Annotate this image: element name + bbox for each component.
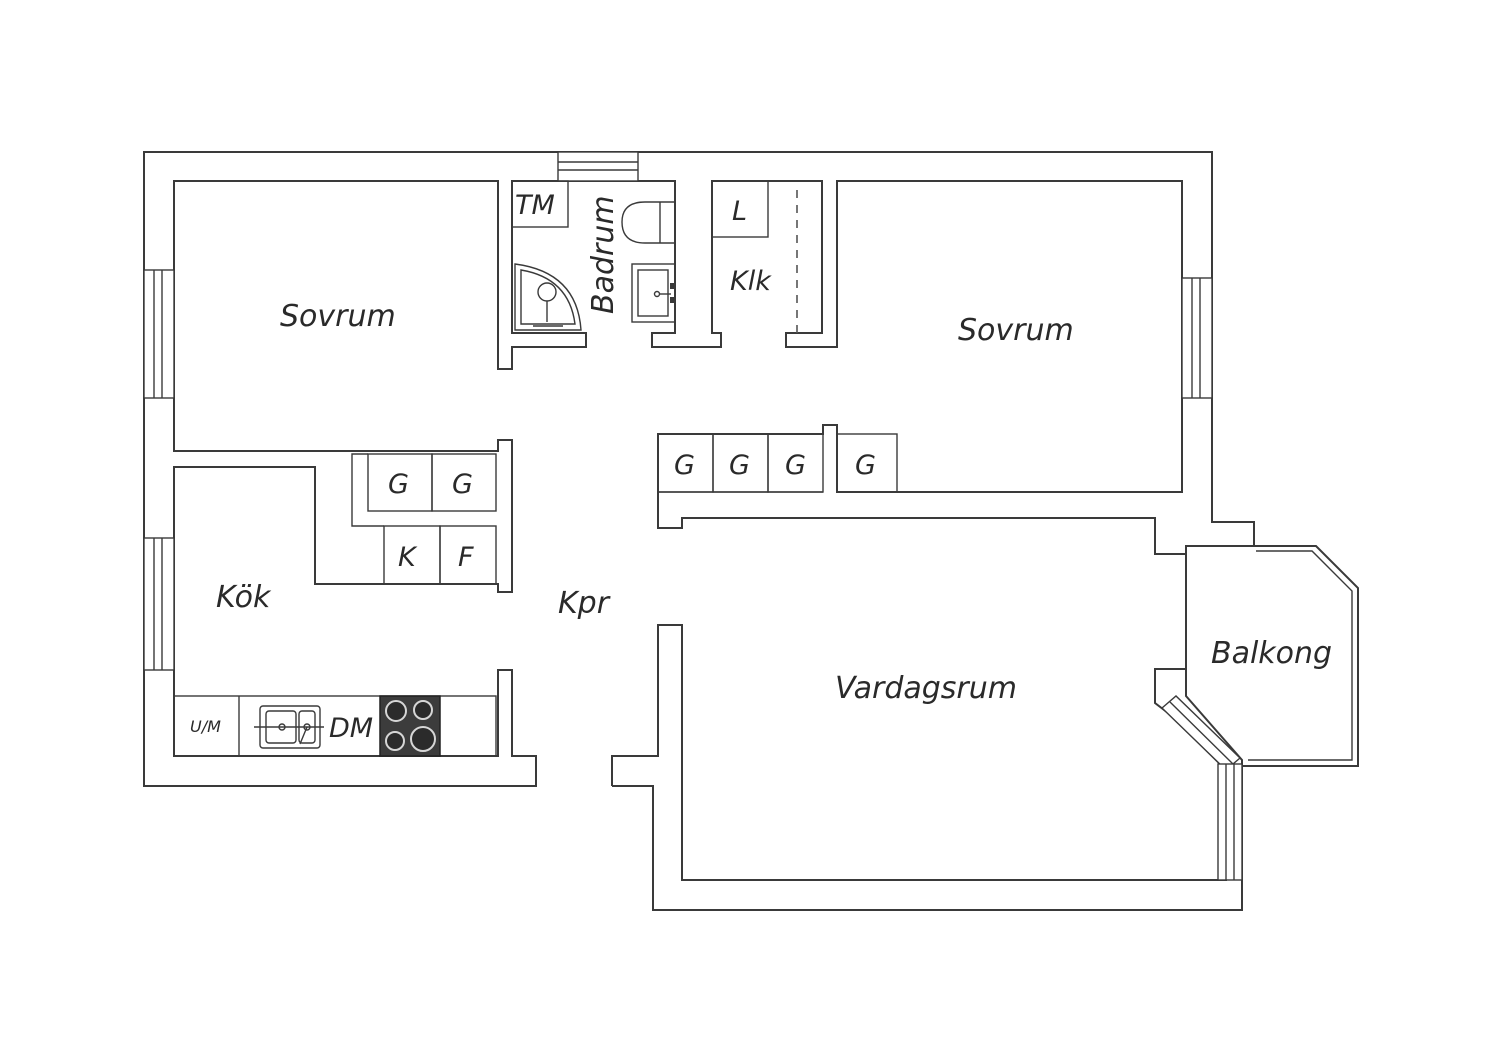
label-vardagsrum: Vardagsrum	[835, 671, 1017, 706]
label-wardrobe-g1: G	[388, 469, 409, 500]
balcony	[1185, 545, 1359, 767]
bathroom-fixtures	[511, 180, 676, 331]
linen-cabinet	[711, 180, 769, 238]
wardrobe-f	[439, 525, 497, 585]
sink-icon	[631, 263, 676, 323]
label-um: U/M	[190, 717, 221, 736]
shower-icon	[514, 263, 582, 331]
washing-machine	[511, 180, 569, 228]
label-sovrum-left: Sovrum	[280, 299, 396, 334]
label-l: L	[732, 196, 747, 227]
window-kitchen	[143, 537, 175, 671]
window-top	[557, 151, 639, 182]
label-klk: Klk	[730, 266, 772, 297]
label-wardrobe-f: F	[458, 542, 474, 573]
toilet-icon	[621, 201, 676, 244]
label-wardrobe-k: K	[398, 542, 418, 573]
window-right-bedroom	[1181, 277, 1213, 399]
window-left-bedroom	[143, 269, 175, 399]
label-kpr: Kpr	[558, 586, 611, 621]
label-wardrobe-g2: G	[452, 469, 473, 500]
kitchen-counter	[173, 695, 497, 757]
label-kok: Kök	[216, 580, 272, 615]
label-balkong: Balkong	[1211, 636, 1332, 671]
label-wardrobe-g5: G	[785, 450, 806, 481]
wardrobe-g2	[431, 453, 497, 512]
window-living-right	[1217, 763, 1243, 881]
label-sovrum-right: Sovrum	[958, 313, 1074, 348]
windows	[143, 151, 1243, 881]
outer-walls	[143, 151, 1255, 911]
closet-fixtures	[711, 180, 798, 333]
label-dm: DM	[329, 713, 373, 744]
label-tm: TM	[515, 190, 555, 221]
label-wardrobe-g6: G	[855, 450, 876, 481]
label-wardrobe-g4: G	[729, 450, 750, 481]
room-labels: Sovrum Badrum TM L Klk Sovrum G G K F G …	[190, 190, 1332, 744]
label-badrum: Badrum	[586, 195, 621, 314]
wardrobe-g6	[836, 433, 898, 493]
label-wardrobe-g3: G	[674, 450, 695, 481]
wardrobes	[351, 433, 898, 585]
